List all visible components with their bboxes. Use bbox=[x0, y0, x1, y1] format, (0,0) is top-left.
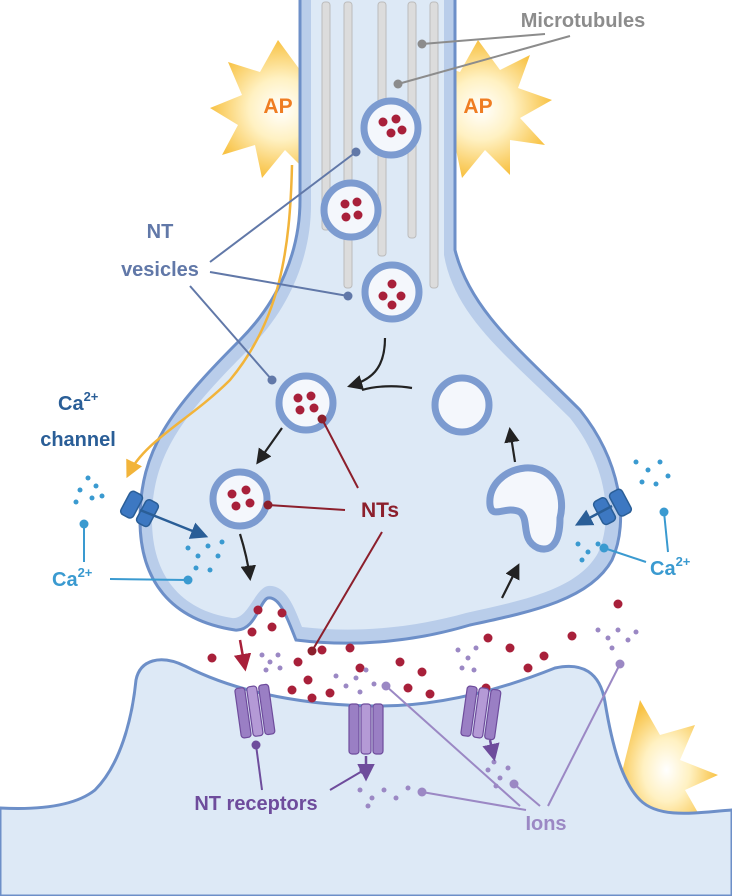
ca-left-text: Ca bbox=[52, 569, 78, 591]
nt-vesicles-label-line2: vesicles bbox=[121, 259, 199, 281]
ca-channel-ca: Ca bbox=[58, 393, 84, 415]
vesicle-empty bbox=[431, 374, 493, 436]
cycle-arrows bbox=[238, 337, 520, 599]
vesicle-3 bbox=[361, 261, 423, 323]
ca-left-sup: 2+ bbox=[78, 565, 93, 580]
nt-receptor-1 bbox=[234, 683, 276, 739]
ca-label-right: Ca2+ bbox=[650, 554, 691, 580]
release-arrow bbox=[233, 639, 252, 672]
ca-right-sup: 2+ bbox=[676, 554, 691, 569]
ca-right-text: Ca bbox=[650, 558, 676, 580]
vesicle-2 bbox=[320, 179, 382, 241]
nts-label: NTs bbox=[361, 499, 399, 522]
ap-arrow bbox=[126, 164, 294, 479]
vesicle-1 bbox=[360, 97, 422, 159]
nt-receptor-2 bbox=[348, 703, 384, 755]
ion-flow-arrow-2 bbox=[482, 739, 500, 762]
ions-dots bbox=[259, 627, 639, 809]
ca-influx-arrow-right bbox=[574, 504, 613, 526]
vesicle-5 bbox=[209, 468, 271, 530]
ca-leaders bbox=[79, 507, 669, 585]
nt-leaders bbox=[263, 414, 383, 656]
ions-label: Ions bbox=[525, 813, 566, 835]
nt-receptors-label: NT receptors bbox=[194, 793, 317, 815]
released-nts bbox=[207, 599, 623, 703]
receptor-leaders bbox=[251, 740, 369, 791]
ca-influx-arrow-left bbox=[139, 508, 209, 539]
calcium-dots bbox=[73, 459, 671, 573]
nt-vesicles-label-line1: NT bbox=[147, 221, 174, 243]
microtubule-leaders bbox=[393, 33, 571, 89]
recycling-vesicle bbox=[486, 464, 566, 553]
ap-label-left: AP bbox=[263, 95, 292, 118]
vesicle-leaders bbox=[189, 147, 361, 385]
ca-label-left: Ca2+ bbox=[52, 565, 93, 591]
ion-leaders bbox=[381, 659, 625, 811]
ca-channel-label-line1: Ca2+ bbox=[58, 389, 99, 415]
ap-label-right: AP bbox=[463, 95, 492, 118]
microtubules-label: Microtubules bbox=[521, 10, 645, 32]
nt-receptor-3 bbox=[460, 685, 502, 741]
ca-channel-sup: 2+ bbox=[84, 389, 99, 404]
ca-channel-label-line2: channel bbox=[40, 429, 116, 451]
